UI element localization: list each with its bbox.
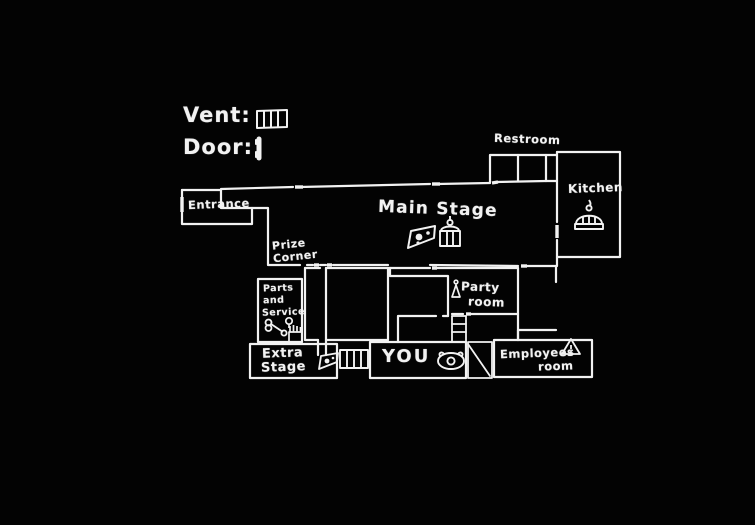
room-outline-restroom (488, 153, 558, 184)
room-outline-parts-and-service (256, 277, 304, 344)
room-outline-employees-room (492, 328, 594, 379)
room-outline-party-room (386, 266, 520, 344)
vent-party-room-shaft (451, 315, 467, 343)
room-outline-extra-stage (248, 342, 339, 380)
wall-prize-corner (250, 206, 390, 267)
door-marks (180, 180, 559, 316)
room-outline-kitchen (555, 150, 622, 259)
vent-extra-stage-to-office (339, 349, 369, 369)
wall-main-hall-top (219, 179, 548, 191)
wall-main-hall-right (428, 179, 559, 284)
room-outline-office (368, 340, 468, 380)
room-outline-entrance (180, 188, 254, 226)
vent-office-right (467, 341, 493, 379)
